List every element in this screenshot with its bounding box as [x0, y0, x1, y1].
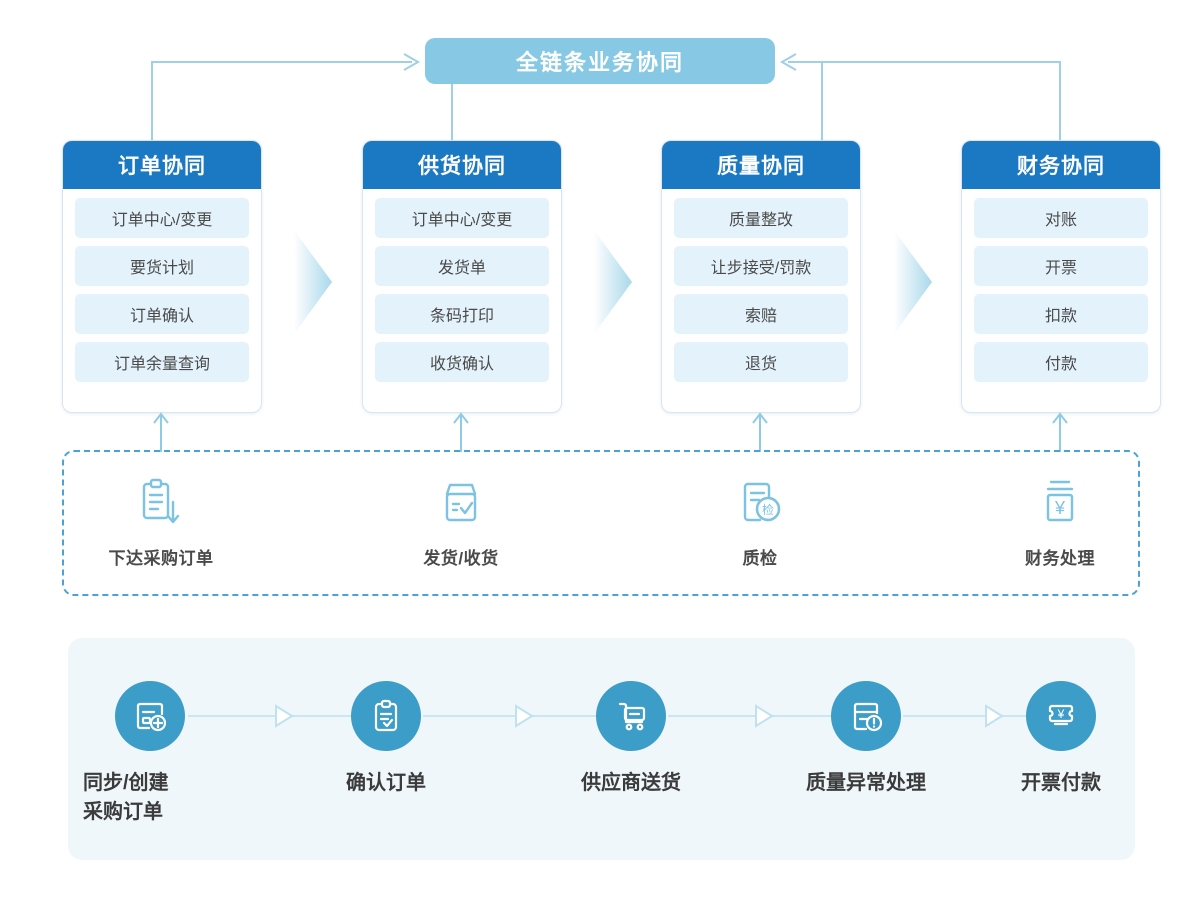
card-order-collaboration[interactable]: 订单协同 订单中心/变更 要货计划 订单确认 订单余量查询	[62, 140, 262, 413]
document-alert-icon	[853, 702, 883, 732]
banner-title-text: 全链条业务协同	[515, 50, 684, 75]
top-connector-lines	[151, 53, 1061, 140]
card-item[interactable]: 订单余量查询	[75, 342, 249, 382]
card-item[interactable]: 索赔	[674, 294, 848, 334]
card-item[interactable]: 付款	[974, 342, 1148, 382]
card-header: 质量协同	[662, 141, 860, 189]
invoice-yuan-icon: ¥	[1037, 472, 1083, 528]
flow-node-invoice-payment[interactable]: ¥ 开票付款	[1021, 681, 1101, 794]
node-circle	[831, 681, 901, 751]
box-check-icon	[438, 472, 484, 528]
node-circle	[351, 681, 421, 751]
flow-node-label-line1: 供应商送货	[581, 772, 681, 794]
svg-text:检: 检	[762, 502, 774, 517]
process-step-finance[interactable]: ¥ 财务处理	[960, 472, 1160, 569]
card-item[interactable]: 质量整改	[674, 198, 848, 238]
card-item[interactable]: 发货单	[375, 246, 549, 286]
card-item[interactable]: 开票	[974, 246, 1148, 286]
process-step-inspection[interactable]: 检 质检	[660, 472, 860, 569]
flow-node-label-line1: 开票付款	[1021, 772, 1101, 794]
process-step-label: 发货/收货	[423, 549, 499, 568]
flow-node-label-line1: 同步/创建	[83, 772, 169, 794]
node-circle	[115, 681, 185, 751]
banner-title: 全链条业务协同	[425, 38, 775, 84]
node-circle: ¥	[1026, 681, 1096, 751]
flow-node-label: 确认订单	[346, 769, 426, 798]
process-dashed-container	[62, 450, 1140, 596]
flow-node-label: 供应商送货	[581, 769, 681, 798]
flow-node-quality-exception[interactable]: 质量异常处理	[806, 681, 926, 794]
clipboard-download-icon	[138, 472, 184, 528]
document-inspect-icon: 检	[737, 472, 783, 528]
card-title: 财务协同	[1017, 155, 1105, 178]
process-step-purchase-order[interactable]: 下达采购订单	[61, 472, 261, 569]
flow-node-label: 质量异常处理	[806, 769, 926, 798]
flow-node-label: 开票付款	[1021, 769, 1101, 798]
document-plus-icon	[136, 702, 167, 732]
card-title: 供货协同	[418, 155, 506, 178]
process-step-label: 财务处理	[1025, 549, 1095, 568]
card-body: 对账 开票 扣款 付款	[962, 189, 1160, 392]
card-title: 质量协同	[717, 155, 805, 178]
flow-node-supplier-delivery[interactable]: 供应商送货	[581, 681, 681, 794]
card-body: 订单中心/变更 要货计划 订单确认 订单余量查询	[63, 189, 261, 392]
card-body: 质量整改 让步接受/罚款 索赔 退货	[662, 189, 860, 392]
card-item[interactable]: 对账	[974, 198, 1148, 238]
node-circle	[596, 681, 666, 751]
clipboard-check-icon	[374, 699, 398, 732]
card-header: 订单协同	[63, 141, 261, 189]
flow-node-confirm-order[interactable]: 确认订单	[346, 681, 426, 794]
card-header: 供货协同	[363, 141, 561, 189]
card-item[interactable]: 订单中心/变更	[375, 198, 549, 238]
flow-node-create-po[interactable]: 同步/创建 采购订单	[83, 681, 185, 823]
flow-node-label-line1: 确认订单	[346, 772, 426, 794]
card-header: 财务协同	[962, 141, 1160, 189]
chevron-arrow-2	[594, 230, 632, 334]
card-item[interactable]: 要货计划	[75, 246, 249, 286]
svg-text:¥: ¥	[1057, 707, 1065, 721]
card-body: 订单中心/变更 发货单 条码打印 收货确认	[363, 189, 561, 392]
card-item[interactable]: 退货	[674, 342, 848, 382]
card-item[interactable]: 扣款	[974, 294, 1148, 334]
card-finance-collaboration[interactable]: 财务协同 对账 开票 扣款 付款	[961, 140, 1161, 413]
process-step-label: 下达采购订单	[108, 549, 214, 568]
process-step-ship-receive[interactable]: 发货/收货	[361, 472, 561, 569]
receipt-yuan-icon: ¥	[1048, 704, 1074, 726]
chevron-arrow-3	[894, 230, 932, 334]
upward-arrows	[153, 412, 1068, 452]
card-title: 订单协同	[118, 155, 206, 178]
card-item[interactable]: 收货确认	[375, 342, 549, 382]
process-step-label: 质检	[742, 549, 778, 568]
card-item[interactable]: 订单中心/变更	[75, 198, 249, 238]
chevron-arrow-1	[294, 230, 332, 334]
card-quality-collaboration[interactable]: 质量协同 质量整改 让步接受/罚款 索赔 退货	[661, 140, 861, 413]
flow-node-label-line1: 质量异常处理	[806, 772, 926, 794]
card-supply-collaboration[interactable]: 供货协同 订单中心/变更 发货单 条码打印 收货确认	[362, 140, 562, 413]
svg-text:¥: ¥	[1054, 498, 1066, 518]
flow-node-label: 同步/创建 采购订单	[83, 769, 169, 827]
flow-panel	[68, 638, 1135, 860]
card-item[interactable]: 订单确认	[75, 294, 249, 334]
card-item[interactable]: 让步接受/罚款	[674, 246, 848, 286]
delivery-cart-icon	[618, 702, 646, 731]
flow-node-label-line2: 采购订单	[83, 801, 163, 823]
card-item[interactable]: 条码打印	[375, 294, 549, 334]
